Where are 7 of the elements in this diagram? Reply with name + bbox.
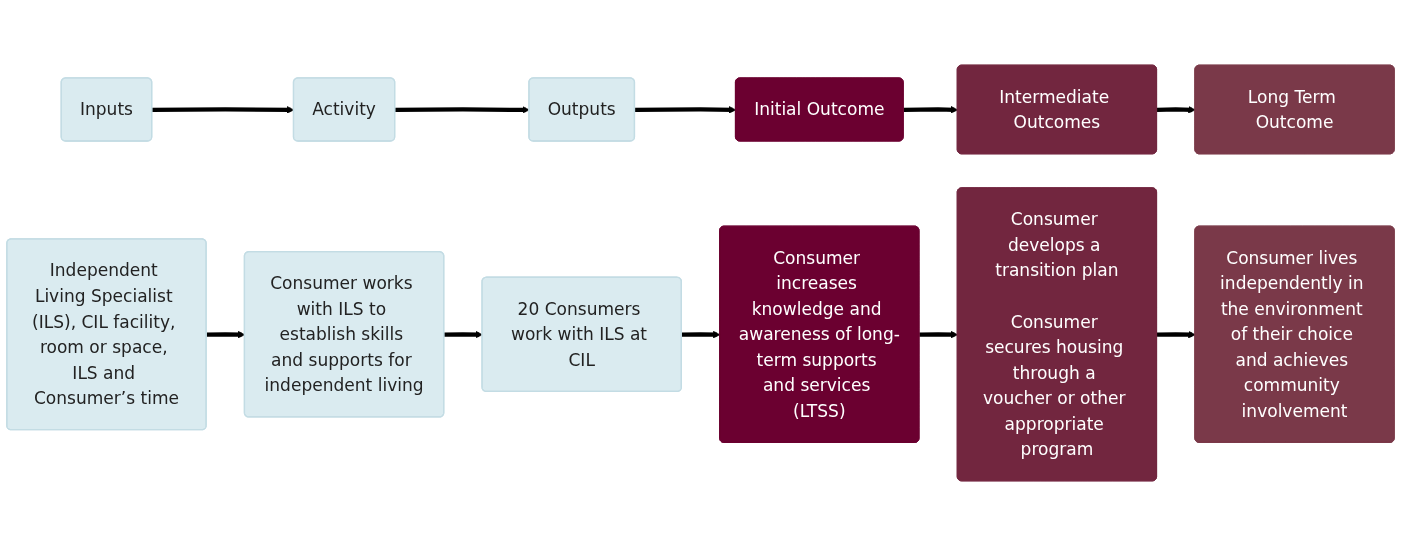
- arrow: [919, 330, 959, 339]
- arrow: [1156, 106, 1196, 114]
- arrow: [1156, 330, 1196, 339]
- arrow: [681, 330, 721, 339]
- arrow: [903, 106, 959, 114]
- arrow: [444, 330, 483, 339]
- arrow: [634, 106, 737, 114]
